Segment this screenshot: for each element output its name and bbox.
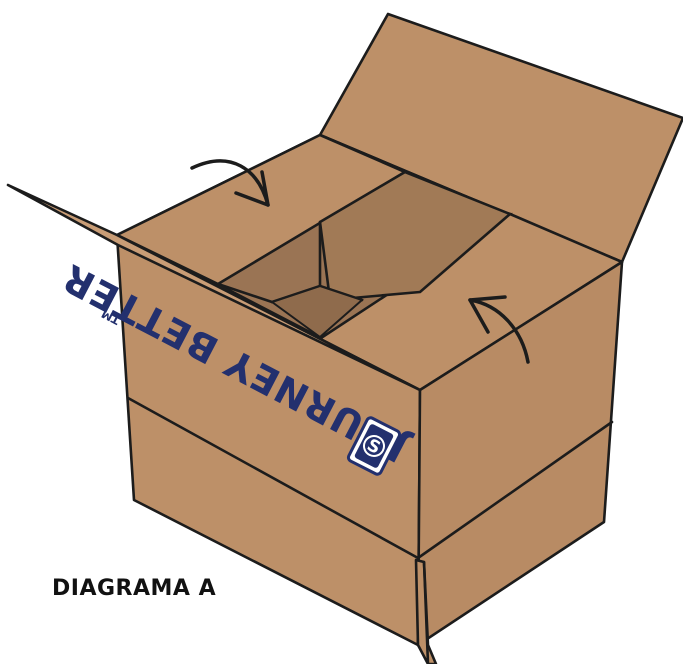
diagram-caption: DIAGRAMA A — [52, 576, 216, 601]
